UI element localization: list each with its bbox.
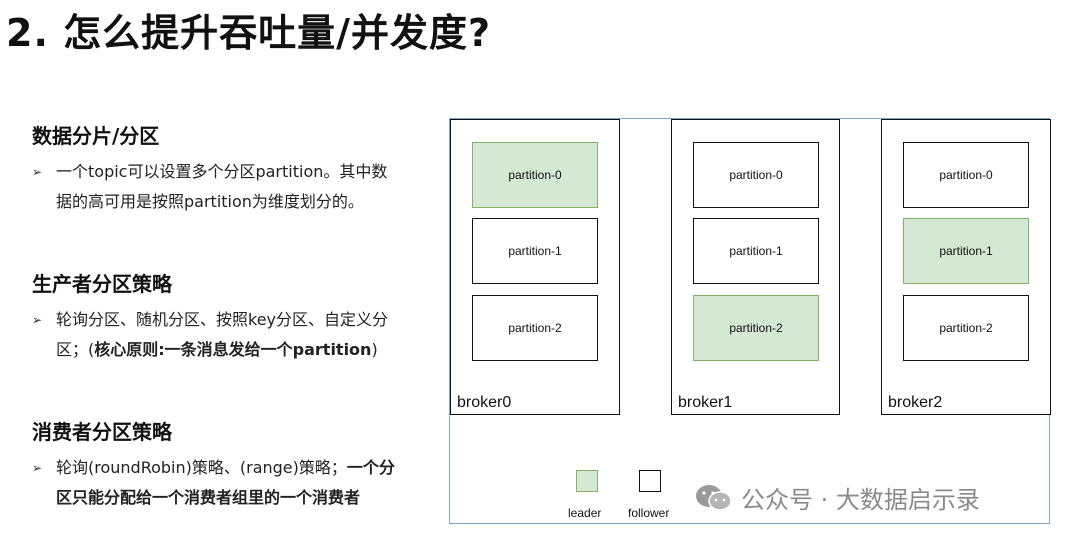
broker-label: broker1	[678, 394, 733, 411]
partition-label: partition-2	[939, 321, 993, 335]
bullet-text: 轮询(roundRobin)策略、(range)策略；	[56, 458, 347, 477]
partition-box: partition-1	[472, 218, 598, 284]
partition-label: partition-2	[729, 321, 783, 335]
partition-label: partition-2	[508, 321, 562, 335]
watermark: 公众号 · 大数据启示录	[695, 480, 980, 515]
follower-legend-label: follower	[628, 506, 670, 520]
bullet-line: 轮询分区、随机分区、按照key分区、自定义分	[56, 310, 389, 329]
partition-box: partition-2	[472, 295, 598, 361]
partition-box: partition-1	[693, 218, 819, 284]
leader-legend-swatch	[576, 470, 598, 492]
partition-label: partition-1	[729, 244, 783, 258]
partition-box: partition-2	[903, 295, 1029, 361]
section-consumer: 消费者分区策略 ➢ 轮询(roundRobin)策略、(range)策略；一个分…	[32, 416, 442, 513]
bullet-item: ➢ 轮询(roundRobin)策略、(range)策略；一个分 区只能分配给一…	[32, 453, 442, 513]
partition-label: partition-0	[939, 168, 993, 182]
section-title: 消费者分区策略	[32, 420, 172, 444]
partition-label: partition-1	[508, 244, 562, 258]
partition-box: partition-0	[693, 142, 819, 208]
bullet-line: 区；(核心原则:一条消息发给一个partition)	[56, 335, 442, 365]
partition-label: partition-1	[939, 244, 993, 258]
partition-box: partition-0	[472, 142, 598, 208]
follower-legend-swatch	[639, 470, 661, 492]
watermark-text: 公众号 · 大数据启示录	[741, 486, 980, 514]
partition-box: partition-1	[903, 218, 1029, 284]
bullet-line: 轮询(roundRobin)策略、(range)策略；一个分	[56, 453, 442, 483]
section-title: 生产者分区策略	[32, 272, 172, 296]
broker-label: broker0	[457, 394, 512, 411]
partition-diagram: partition-0 partition-1 partition-2 brok…	[449, 118, 1051, 524]
page-title: 2. 怎么提升吞吐量/并发度?	[6, 11, 492, 55]
leader-legend-label: leader	[568, 506, 602, 520]
bullet-line: 据的高可用是按照partition为维度划分的。	[56, 192, 364, 211]
broker-box: partition-0 partition-1 partition-2 brok…	[881, 119, 1051, 415]
wechat-icon	[696, 484, 732, 511]
partition-label: partition-0	[729, 168, 783, 182]
bullet-bold-text: 核心原则:一条消息发给一个partition	[94, 340, 372, 359]
section-sharding: 数据分片/分区 ➢ 一个topic可以设置多个分区partition。其中数 据…	[32, 120, 442, 217]
bullet-item: ➢ 一个topic可以设置多个分区partition。其中数 据的高可用是按照p…	[32, 157, 442, 217]
partition-box: partition-0	[903, 142, 1029, 208]
section-producer: 生产者分区策略 ➢ 轮询分区、随机分区、按照key分区、自定义分 区；(核心原则…	[32, 268, 442, 365]
broker-box: partition-0 partition-1 partition-2 brok…	[671, 119, 840, 415]
bullet-item: ➢ 轮询分区、随机分区、按照key分区、自定义分 区；(核心原则:一条消息发给一…	[32, 305, 442, 365]
arrow-bullet-icon: ➢	[32, 165, 43, 179]
bullet-line: 一个topic可以设置多个分区partition。其中数	[56, 162, 388, 181]
broker-box: partition-0 partition-1 partition-2 brok…	[450, 119, 620, 415]
bullet-text: )	[371, 340, 378, 359]
bullet-bold-text: 一个分	[346, 458, 395, 477]
bullet-line: 区只能分配给一个消费者组里的一个消费者	[56, 488, 361, 507]
broker-label: broker2	[888, 394, 943, 411]
partition-label: partition-0	[508, 168, 562, 182]
partition-box: partition-2	[693, 295, 819, 361]
bullet-text: 区；(	[56, 340, 95, 359]
arrow-bullet-icon: ➢	[32, 461, 43, 475]
section-title: 数据分片/分区	[32, 124, 160, 148]
arrow-bullet-icon: ➢	[32, 313, 43, 327]
